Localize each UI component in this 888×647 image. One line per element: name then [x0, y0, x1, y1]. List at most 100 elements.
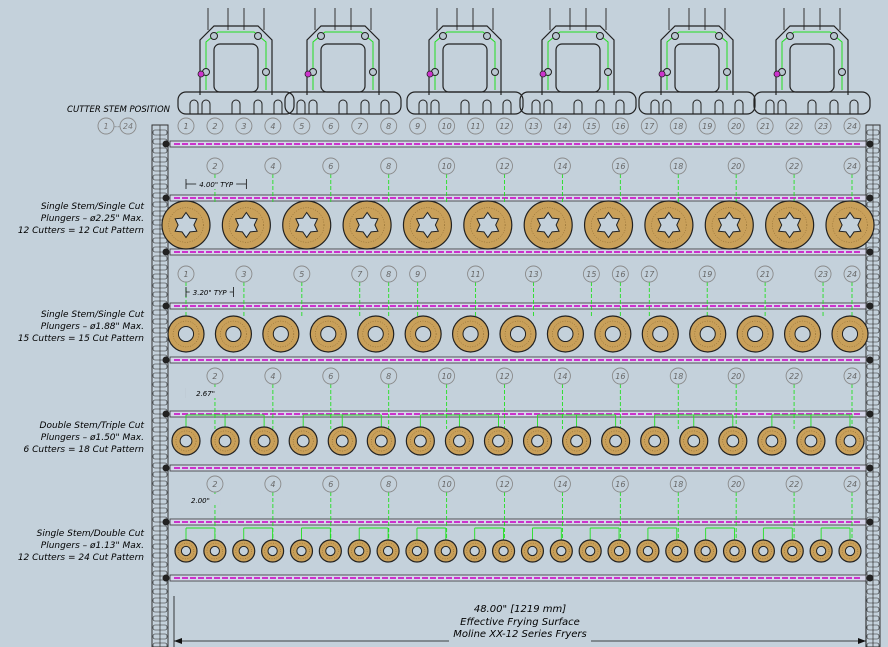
plunger-texture: [697, 542, 714, 560]
row-stem-number: 4: [270, 372, 275, 381]
plunger-texture: [711, 207, 747, 243]
chain-link: [866, 570, 880, 577]
plunger-texture: [639, 542, 657, 560]
plunger-star-hole: [476, 211, 500, 239]
row-stem-number: 23: [818, 270, 828, 279]
rail-end-bolt: [162, 464, 170, 472]
stem-position-number: 16: [615, 122, 625, 131]
range-start-circle: [97, 117, 115, 135]
row-stem-circle: [206, 157, 224, 175]
row-3-line-3: 6 Cutters = 18 Cut Pattern: [23, 445, 144, 455]
chain-link: [866, 291, 880, 298]
row-stem-circle: [467, 265, 485, 283]
plunger-hole: [469, 545, 480, 557]
plunger-texture: [409, 320, 437, 348]
cutter-stem-position-label: CUTTER STEM POSITION: [67, 105, 170, 115]
dimension-label: 3.20" TYP: [193, 289, 228, 297]
rails: [162, 140, 874, 582]
plunger-texture: [214, 430, 236, 452]
stem-foot: [460, 99, 470, 114]
plunger-texture: [362, 320, 389, 348]
plunger-hole: [585, 545, 596, 557]
plunger-hole: [642, 545, 654, 557]
row-stem-number: 13: [528, 270, 538, 279]
chain-link: [152, 435, 168, 442]
dimension-label-bg: [185, 387, 226, 398]
plunger-texture: [253, 430, 275, 452]
row-stem-circle: [206, 367, 224, 385]
plunger-hole: [609, 434, 623, 448]
stem-foot: [418, 99, 428, 114]
plunger-hole: [415, 325, 432, 343]
rail-end-bolt: [866, 464, 874, 472]
plunger-star-hole: [536, 211, 560, 239]
plunger-texture: [599, 320, 627, 348]
row-stem-circle: [814, 265, 832, 283]
row-stem-circle: [611, 157, 629, 175]
plunger-hole: [843, 434, 857, 448]
stem-foot: [502, 99, 512, 114]
plunger-texture: [220, 320, 247, 348]
row-stem-number: 16: [615, 162, 625, 171]
stem-foot: [253, 99, 263, 114]
plunger-hole: [556, 545, 567, 557]
row-stem-circle: [206, 475, 224, 493]
plunger-hole: [726, 434, 740, 448]
row-stem-circle: [553, 157, 571, 175]
assembly-body: [428, 25, 502, 95]
plunger-texture: [668, 542, 685, 560]
row-stem-circle: [264, 367, 282, 385]
chain-link: [866, 507, 880, 514]
assembly-pin: [304, 70, 312, 78]
row-stem-number: 20: [731, 480, 741, 489]
stem-foot: [543, 99, 553, 114]
row-stem-number: 10: [442, 372, 452, 381]
stem-position-number: 13: [528, 122, 538, 131]
dimension-label: 2.67": [196, 390, 215, 398]
row-stem-circle: [727, 157, 745, 175]
row-2-line-3: 15 Cutters = 15 Cut Pattern: [17, 334, 144, 344]
plunger-hole: [652, 325, 669, 343]
assembly-bolt: [210, 32, 218, 40]
stem-position-number: 21: [760, 122, 770, 131]
plunger-hole: [531, 434, 544, 448]
plunger-texture: [470, 207, 506, 243]
chain-link: [152, 183, 168, 190]
chain-link: [866, 498, 880, 505]
plunger-texture: [267, 320, 295, 348]
row-stem-number: 22: [789, 372, 799, 381]
plunger-texture: [812, 542, 830, 560]
row-stem-circle: [322, 475, 340, 493]
stem-position-number: 3: [241, 122, 246, 131]
chain-link: [866, 381, 880, 388]
plunger-texture: [264, 542, 281, 560]
assembly-base: [284, 91, 402, 115]
row-stem-number: 7: [357, 270, 363, 279]
row-stem-circle: [264, 475, 282, 493]
plunger-hole: [367, 325, 384, 343]
row-stem-circle: [727, 475, 745, 493]
plunger-hole: [320, 325, 337, 343]
row-1-line-3: 12 Cutters = 12 Cut Pattern: [17, 226, 144, 236]
chain-link: [866, 156, 880, 163]
stem-position-circle: [698, 117, 716, 135]
plunger-texture: [582, 542, 599, 560]
chain-link: [152, 309, 168, 316]
plunger-texture: [379, 542, 397, 560]
row-stem-number: 11: [470, 270, 480, 279]
row-stem-number: 20: [731, 372, 741, 381]
row-stem-number: 20: [731, 162, 741, 171]
stem-assembly: [638, 8, 756, 115]
row-stem-circle: [611, 265, 629, 283]
chain-link: [866, 606, 880, 613]
rail-end-bolt: [866, 518, 874, 526]
row-1-line-2: Plungers – ø2.25" Max.: [40, 214, 144, 224]
plunger-texture: [566, 430, 587, 452]
plunger-texture: [591, 207, 627, 243]
rail-end-bolt: [866, 140, 874, 148]
plunger-texture: [800, 430, 822, 452]
chain-link: [866, 318, 880, 325]
row-stem-circle: [264, 157, 282, 175]
